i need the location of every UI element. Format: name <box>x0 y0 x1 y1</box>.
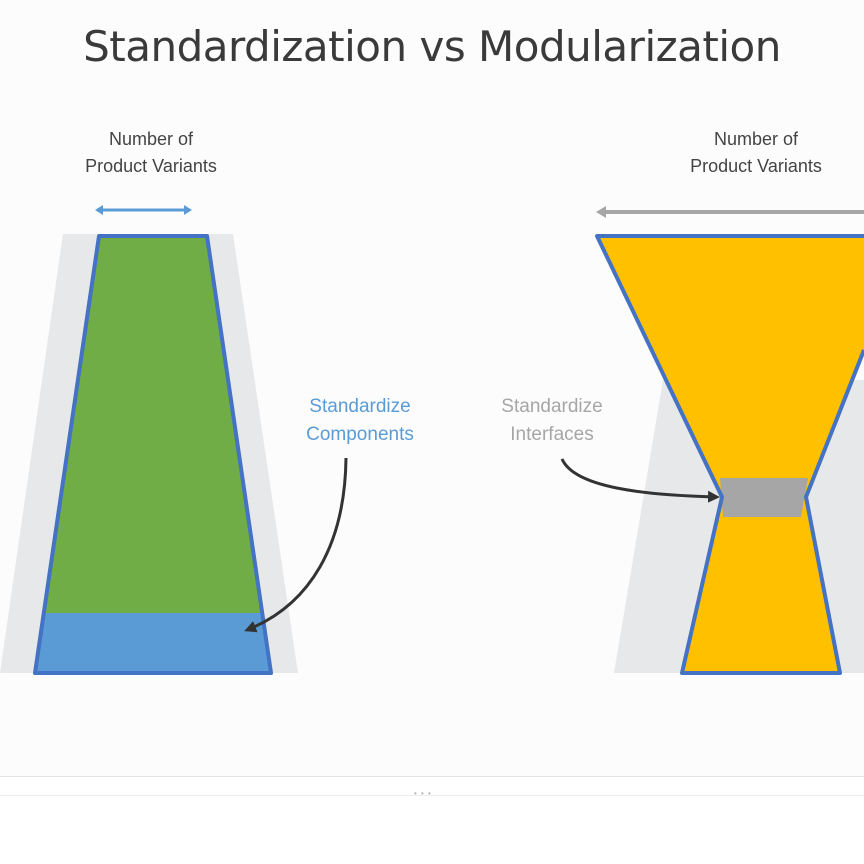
right-caption-line2: Product Variants <box>690 156 822 176</box>
left-trapezoid <box>35 236 271 673</box>
left-trapezoid-outline <box>33 234 273 675</box>
pane-resize-bar[interactable] <box>0 776 864 796</box>
right-caption-line1: Number of <box>713 129 799 149</box>
interfaces-label-line1: Standardize <box>501 396 603 417</box>
standardized-components-band <box>35 613 271 673</box>
components-label-line1: Standardize <box>309 396 411 417</box>
right-hourglass <box>597 236 864 673</box>
slide-title: Standardization vs Modularization <box>83 22 781 71</box>
standardize-components-label: Standardize Components <box>260 393 460 449</box>
diagram-canvas <box>0 205 864 675</box>
left-curved-pointer-arrow <box>244 457 348 633</box>
left-variants-caption: Number of Product Variants <box>41 126 261 180</box>
drag-handle-icon[interactable]: • • • <box>414 789 432 798</box>
left-caption-line1: Number of <box>108 129 194 149</box>
right-variants-caption: Number of Product Variants <box>646 126 864 180</box>
left-caption-line2: Product Variants <box>85 156 217 176</box>
components-label-line2: Components <box>306 424 414 445</box>
interfaces-label-line2: Interfaces <box>510 424 594 445</box>
slide: Standardization vs Modularization <box>0 22 864 675</box>
standardize-interfaces-label: Standardize Interfaces <box>452 393 652 449</box>
standardized-interfaces-band <box>720 478 808 517</box>
right-curved-pointer-arrow <box>560 458 720 503</box>
right-hourglass-outline <box>595 234 864 675</box>
